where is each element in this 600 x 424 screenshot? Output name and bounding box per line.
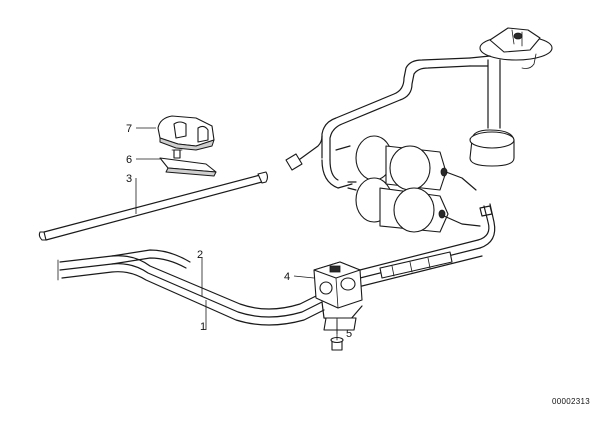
callout-6: 6 — [126, 154, 132, 166]
callout-7: 7 — [126, 123, 132, 135]
fuel-hose-part-3 — [38, 171, 269, 241]
callout-5: 5 — [346, 328, 352, 340]
holder-part-6 — [159, 149, 217, 177]
canister-assembly — [335, 135, 493, 233]
callout-1: 1 — [200, 321, 206, 333]
fuel-sending-unit — [469, 27, 553, 167]
leader-lines — [135, 127, 338, 334]
bracket-part-7 — [157, 115, 215, 151]
valve-block-part-4 — [313, 261, 363, 331]
callout-4: 4 — [284, 271, 290, 283]
callout-3: 3 — [126, 173, 132, 185]
callout-2: 2 — [197, 249, 203, 261]
diagram-reference-number: 00002313 — [552, 397, 590, 406]
bolt-part-5 — [330, 319, 344, 351]
upper-fuel-lines — [285, 57, 471, 189]
fuel-lines-part-1-2 — [57, 203, 496, 326]
